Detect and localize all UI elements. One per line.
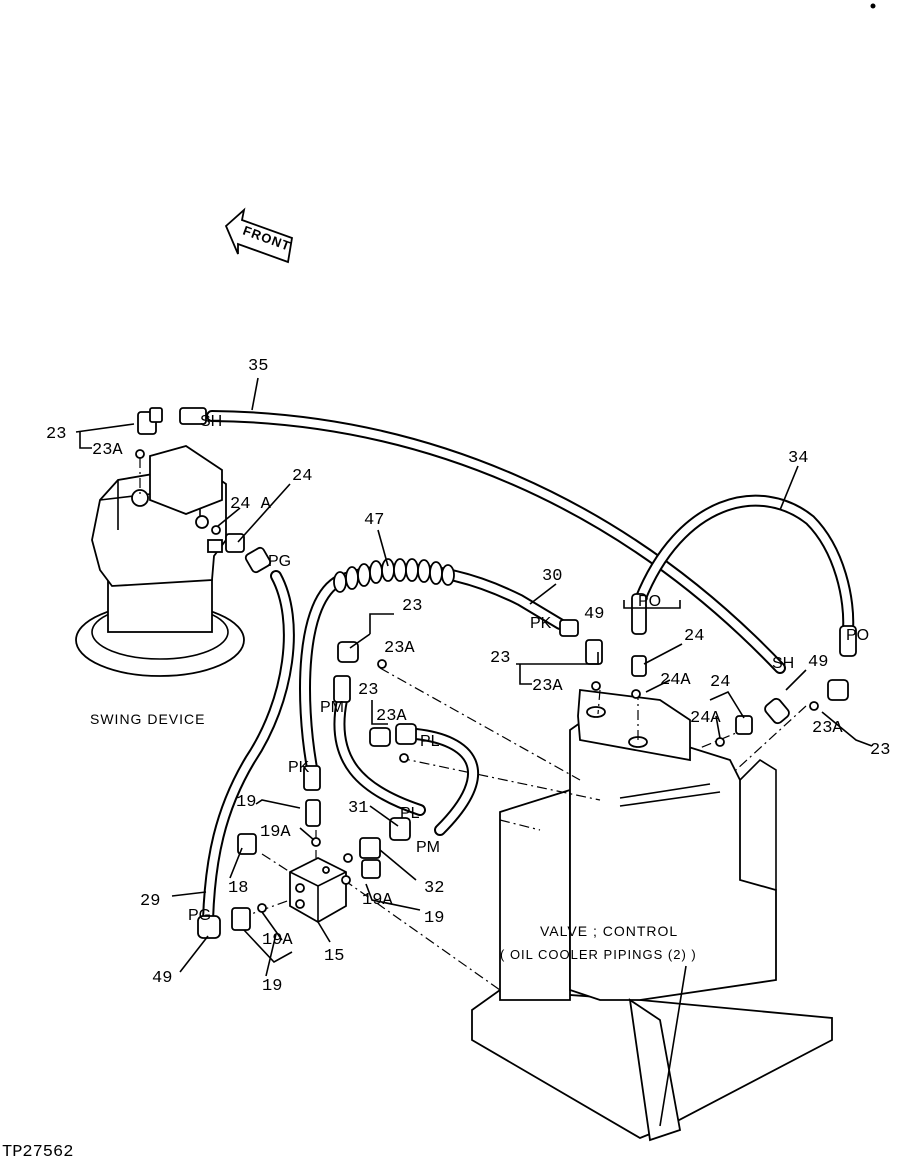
callout-34: 34 [788,449,808,468]
callout-19-right: 19 [424,909,444,928]
port-pm-right: PM [416,839,440,856]
callout-31: 31 [348,799,368,818]
swing-device [75,445,245,677]
control-valve [471,688,833,1142]
port-pl-mid: PL [400,805,420,822]
callout-49-top: 49 [584,605,604,624]
callouts: 35 34 47 30 29 23 23A 24 24 A 23 23A 23 … [46,357,890,996]
port-pl-top: PL [420,733,440,750]
callout-18: 18 [228,879,248,898]
callout-35: 35 [248,357,268,376]
callout-32: 32 [424,879,444,898]
block-15 [289,856,347,924]
valve-label-line2: ( OIL COOLER PIPINGS (2) ) [500,947,697,962]
callout-24A-swing: 24 A [230,495,272,514]
valve-label-line1: VALVE ; CONTROL [540,923,678,939]
callout-49-right: 49 [808,653,828,672]
callout-19A-bottom: 19A [262,931,293,950]
callout-23-valve: 23 [490,649,510,668]
callout-49-bottom: 49 [152,969,172,988]
callout-19-bottom: 19 [262,977,282,996]
leader-lines [75,377,873,977]
callout-23-right: 23 [870,741,890,760]
port-pk-hose: PK [530,615,552,632]
callout-23-mid: 23 [402,597,422,616]
port-po-top: PO [638,593,661,610]
callout-23A-valve: 23A [532,677,563,696]
callout-23A-mid: 23A [384,639,415,658]
callout-23-center: 23 [358,681,378,700]
callout-47: 47 [364,511,384,530]
callout-19A-top: 19A [260,823,291,842]
callout-30: 30 [542,567,562,586]
callout-15: 15 [324,947,344,966]
port-sh-left: SH [200,413,222,430]
callout-24-right: 24 [710,673,730,692]
valve-leader [659,965,687,1127]
callout-24A-valve: 24A [660,671,691,690]
callout-23A-right: 23A [812,719,843,738]
hose-35 [206,410,786,674]
corner-mark [870,3,876,9]
swing-device-label: SWING DEVICE [90,711,205,727]
callout-23-topleft: 23 [46,425,66,444]
hose-34 [634,494,855,636]
port-pm-left: PM [320,699,344,716]
fittings [135,407,857,939]
hose-29 [202,570,295,926]
callout-29: 29 [140,892,160,911]
port-po-right: PO [846,627,869,644]
figure-id: TP27562 [2,1143,73,1160]
callout-24-valve: 24 [684,627,704,646]
port-labels: SH SH PG PG PK PK PO PO PM PM PL PL [188,413,869,924]
callout-19-top: 19 [236,793,256,812]
callout-23A-topleft: 23A [92,441,123,460]
callout-23A-center: 23A [376,707,407,726]
callout-24A-right: 24A [690,709,721,728]
port-pg-top: PG [268,553,291,570]
front-arrow: FRONT [224,207,294,264]
callout-19A-right: 19A [362,891,393,910]
hose-31-32 [333,694,479,836]
callout-24-swing: 24 [292,467,312,486]
port-pg-bottom: PG [188,907,211,924]
protective-sleeve [333,558,455,593]
port-pk-left: PK [288,759,310,776]
port-sh-right: SH [772,655,794,672]
